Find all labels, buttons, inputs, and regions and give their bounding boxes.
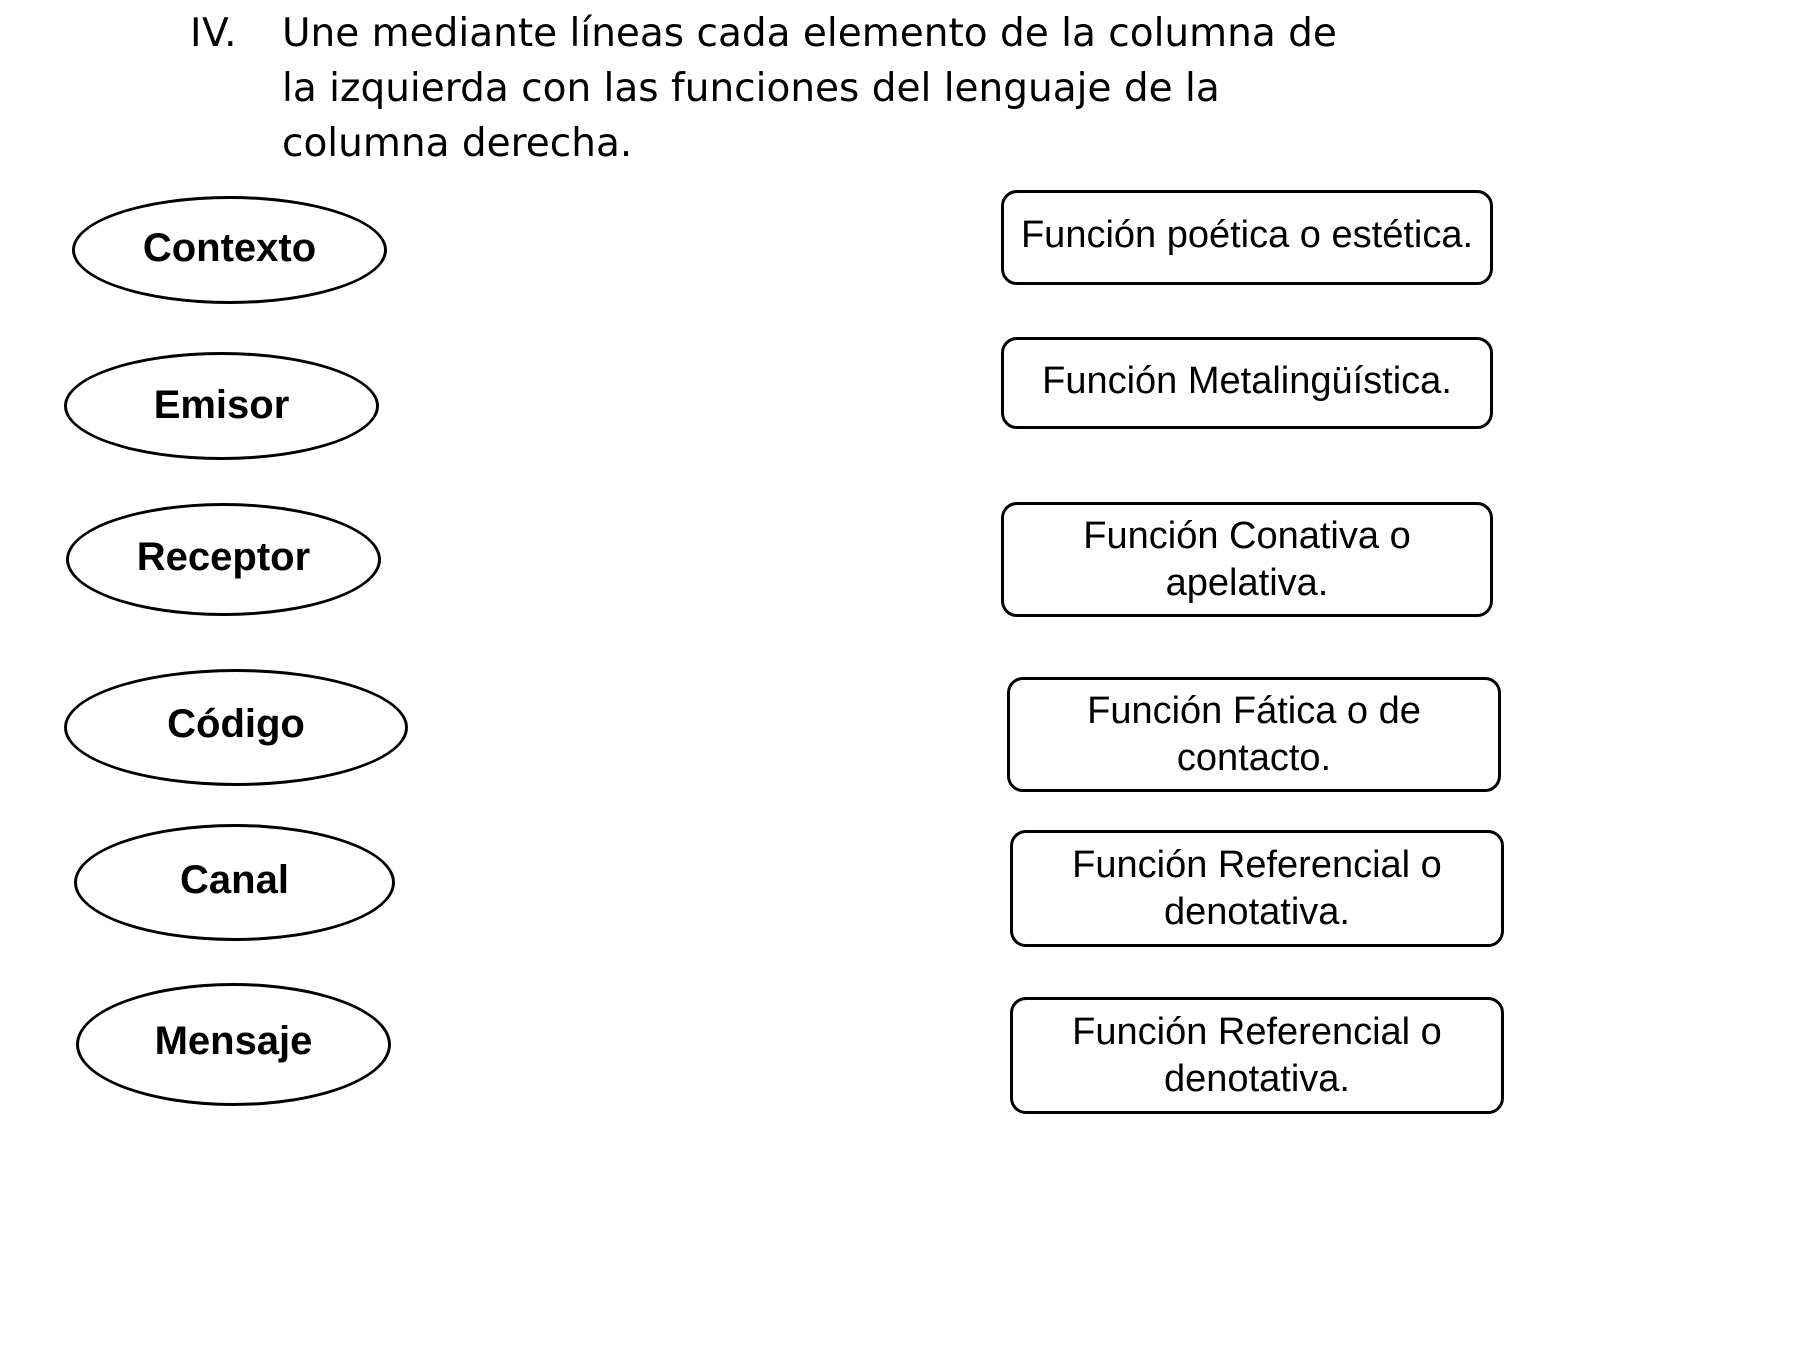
right-item-label: Función poética o estética. bbox=[1020, 214, 1474, 256]
right-item-fatica[interactable]: Función Fática o de contacto. bbox=[1007, 677, 1501, 792]
left-item-contexto[interactable]: Contexto bbox=[72, 196, 387, 304]
right-item-label: Función Referencial o denotativa. bbox=[1072, 843, 1442, 933]
right-item-metalinguistica[interactable]: Función Metalingüística. bbox=[1001, 337, 1493, 429]
left-item-label: Mensaje bbox=[154, 1018, 313, 1063]
left-item-codigo[interactable]: Código bbox=[64, 669, 408, 786]
right-item-label: Función Conativa o apelativa. bbox=[1083, 514, 1411, 604]
instruction-block: IV. Une mediante líneas cada elemento de… bbox=[190, 6, 1610, 171]
right-item-poetica[interactable]: Función poética o estética. bbox=[1001, 190, 1493, 285]
left-item-label: Contexto bbox=[142, 226, 317, 270]
left-item-receptor[interactable]: Receptor bbox=[66, 503, 381, 616]
instruction-text: Une mediante líneas cada elemento de la … bbox=[282, 11, 1337, 166]
left-item-canal[interactable]: Canal bbox=[74, 824, 395, 941]
left-item-label: Receptor bbox=[136, 534, 311, 579]
right-item-conativa[interactable]: Función Conativa o apelativa. bbox=[1001, 502, 1493, 617]
right-item-referencial-2[interactable]: Función Referencial o denotativa. bbox=[1010, 997, 1504, 1114]
right-item-label: Función Referencial o denotativa. bbox=[1072, 1010, 1442, 1100]
right-item-referencial-1[interactable]: Función Referencial o denotativa. bbox=[1010, 830, 1504, 947]
right-item-label: Función Fática o de contacto. bbox=[1087, 689, 1421, 779]
left-item-label: Canal bbox=[180, 857, 289, 902]
left-item-label: Código bbox=[167, 701, 305, 746]
instruction-numeral: IV. bbox=[190, 11, 238, 56]
left-item-mensaje[interactable]: Mensaje bbox=[76, 983, 391, 1106]
right-item-label: Función Metalingüística. bbox=[1042, 359, 1452, 402]
left-item-emisor[interactable]: Emisor bbox=[64, 352, 379, 460]
left-item-label: Emisor bbox=[153, 383, 290, 427]
